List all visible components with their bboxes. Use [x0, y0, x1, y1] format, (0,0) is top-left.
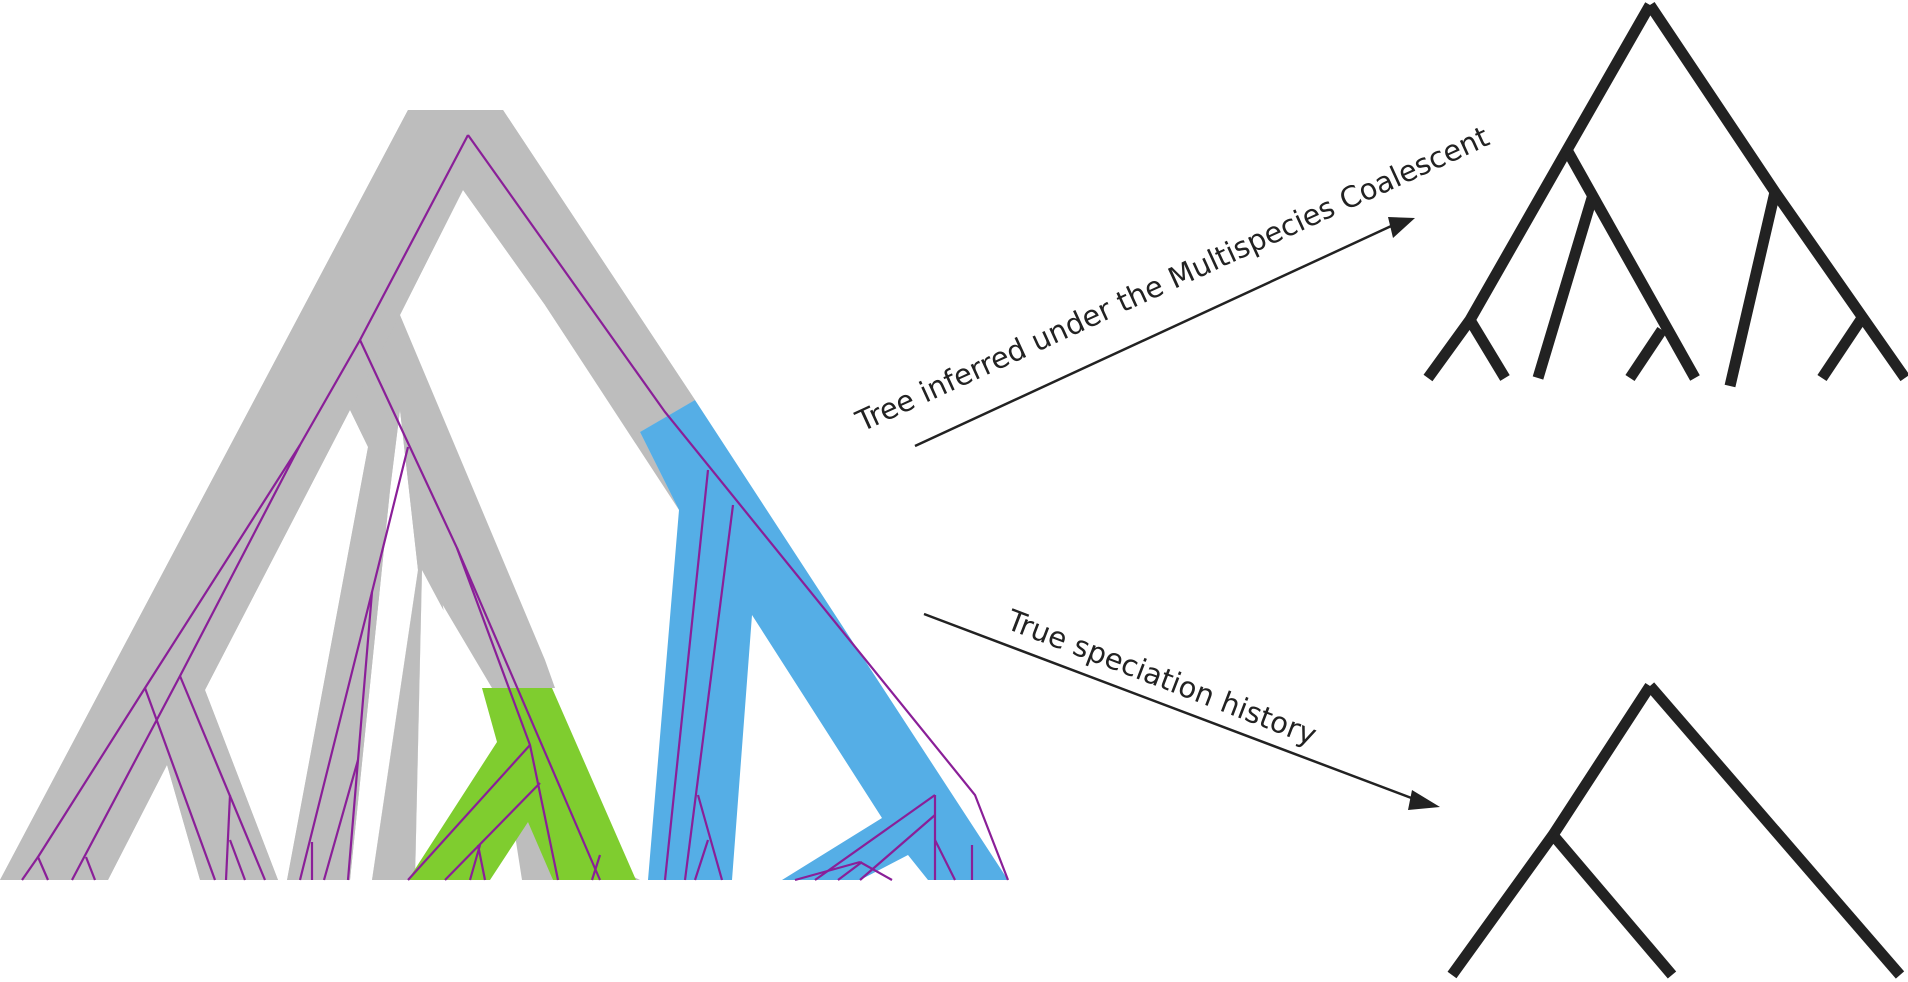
true-history-arrow-label: True speciation history	[1002, 602, 1322, 752]
gene-tree-lines	[21, 134, 1010, 882]
msc-arrow-label: Tree inferred under the Multispecies Coa…	[850, 119, 1494, 438]
true-species-tree	[1447, 682, 1905, 979]
true-history-arrow: True speciation history	[923, 602, 1440, 810]
species-tree-with-gene-trees	[0, 110, 1010, 882]
msc-arrow: Tree inferred under the Multispecies Coa…	[850, 119, 1494, 448]
inferred-msc-tree	[1423, 1, 1908, 388]
msc-arrowhead	[1388, 217, 1415, 238]
true-history-arrowhead	[1408, 790, 1440, 810]
